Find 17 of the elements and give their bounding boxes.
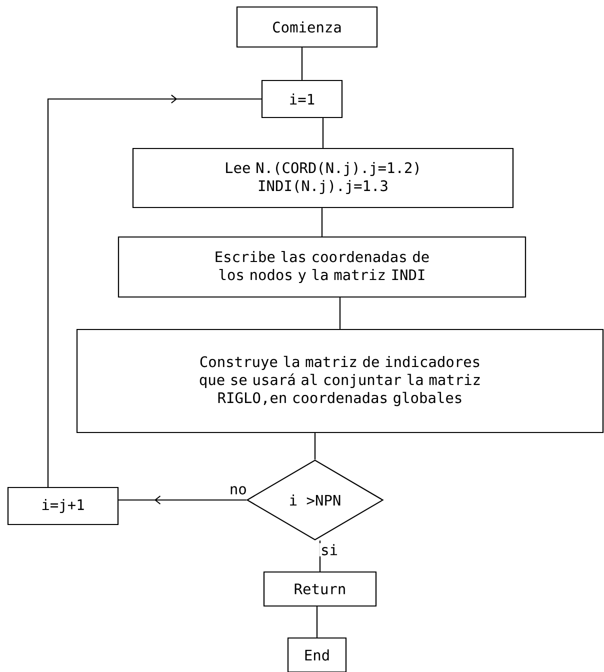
process-box: i=j+1 xyxy=(7,486,119,526)
process-box: Comienza xyxy=(236,6,378,48)
connector-line xyxy=(319,540,321,572)
connector-line xyxy=(316,606,318,638)
connector-line xyxy=(301,48,303,80)
edge-label: si xyxy=(320,543,339,556)
connector-line xyxy=(314,433,316,460)
process-box: Return xyxy=(263,571,377,607)
process-box: Construye la matriz de indicadores que se usará al conjuntar la matriz RIGLO,en coordenadas globales xyxy=(76,328,604,434)
process-box: Escribe las coordenadas de los nodos y la matriz INDI xyxy=(118,236,526,298)
edge-label: no xyxy=(228,485,248,496)
process-box: Lee N.(CORD(N.j).j=1.2) INDI(N.j).j=1.3 xyxy=(132,148,514,208)
process-box: End xyxy=(287,637,347,672)
process-box: i=1 xyxy=(261,80,343,118)
connector-line xyxy=(321,208,323,236)
connector-line xyxy=(322,118,324,148)
connector-line xyxy=(339,298,341,329)
